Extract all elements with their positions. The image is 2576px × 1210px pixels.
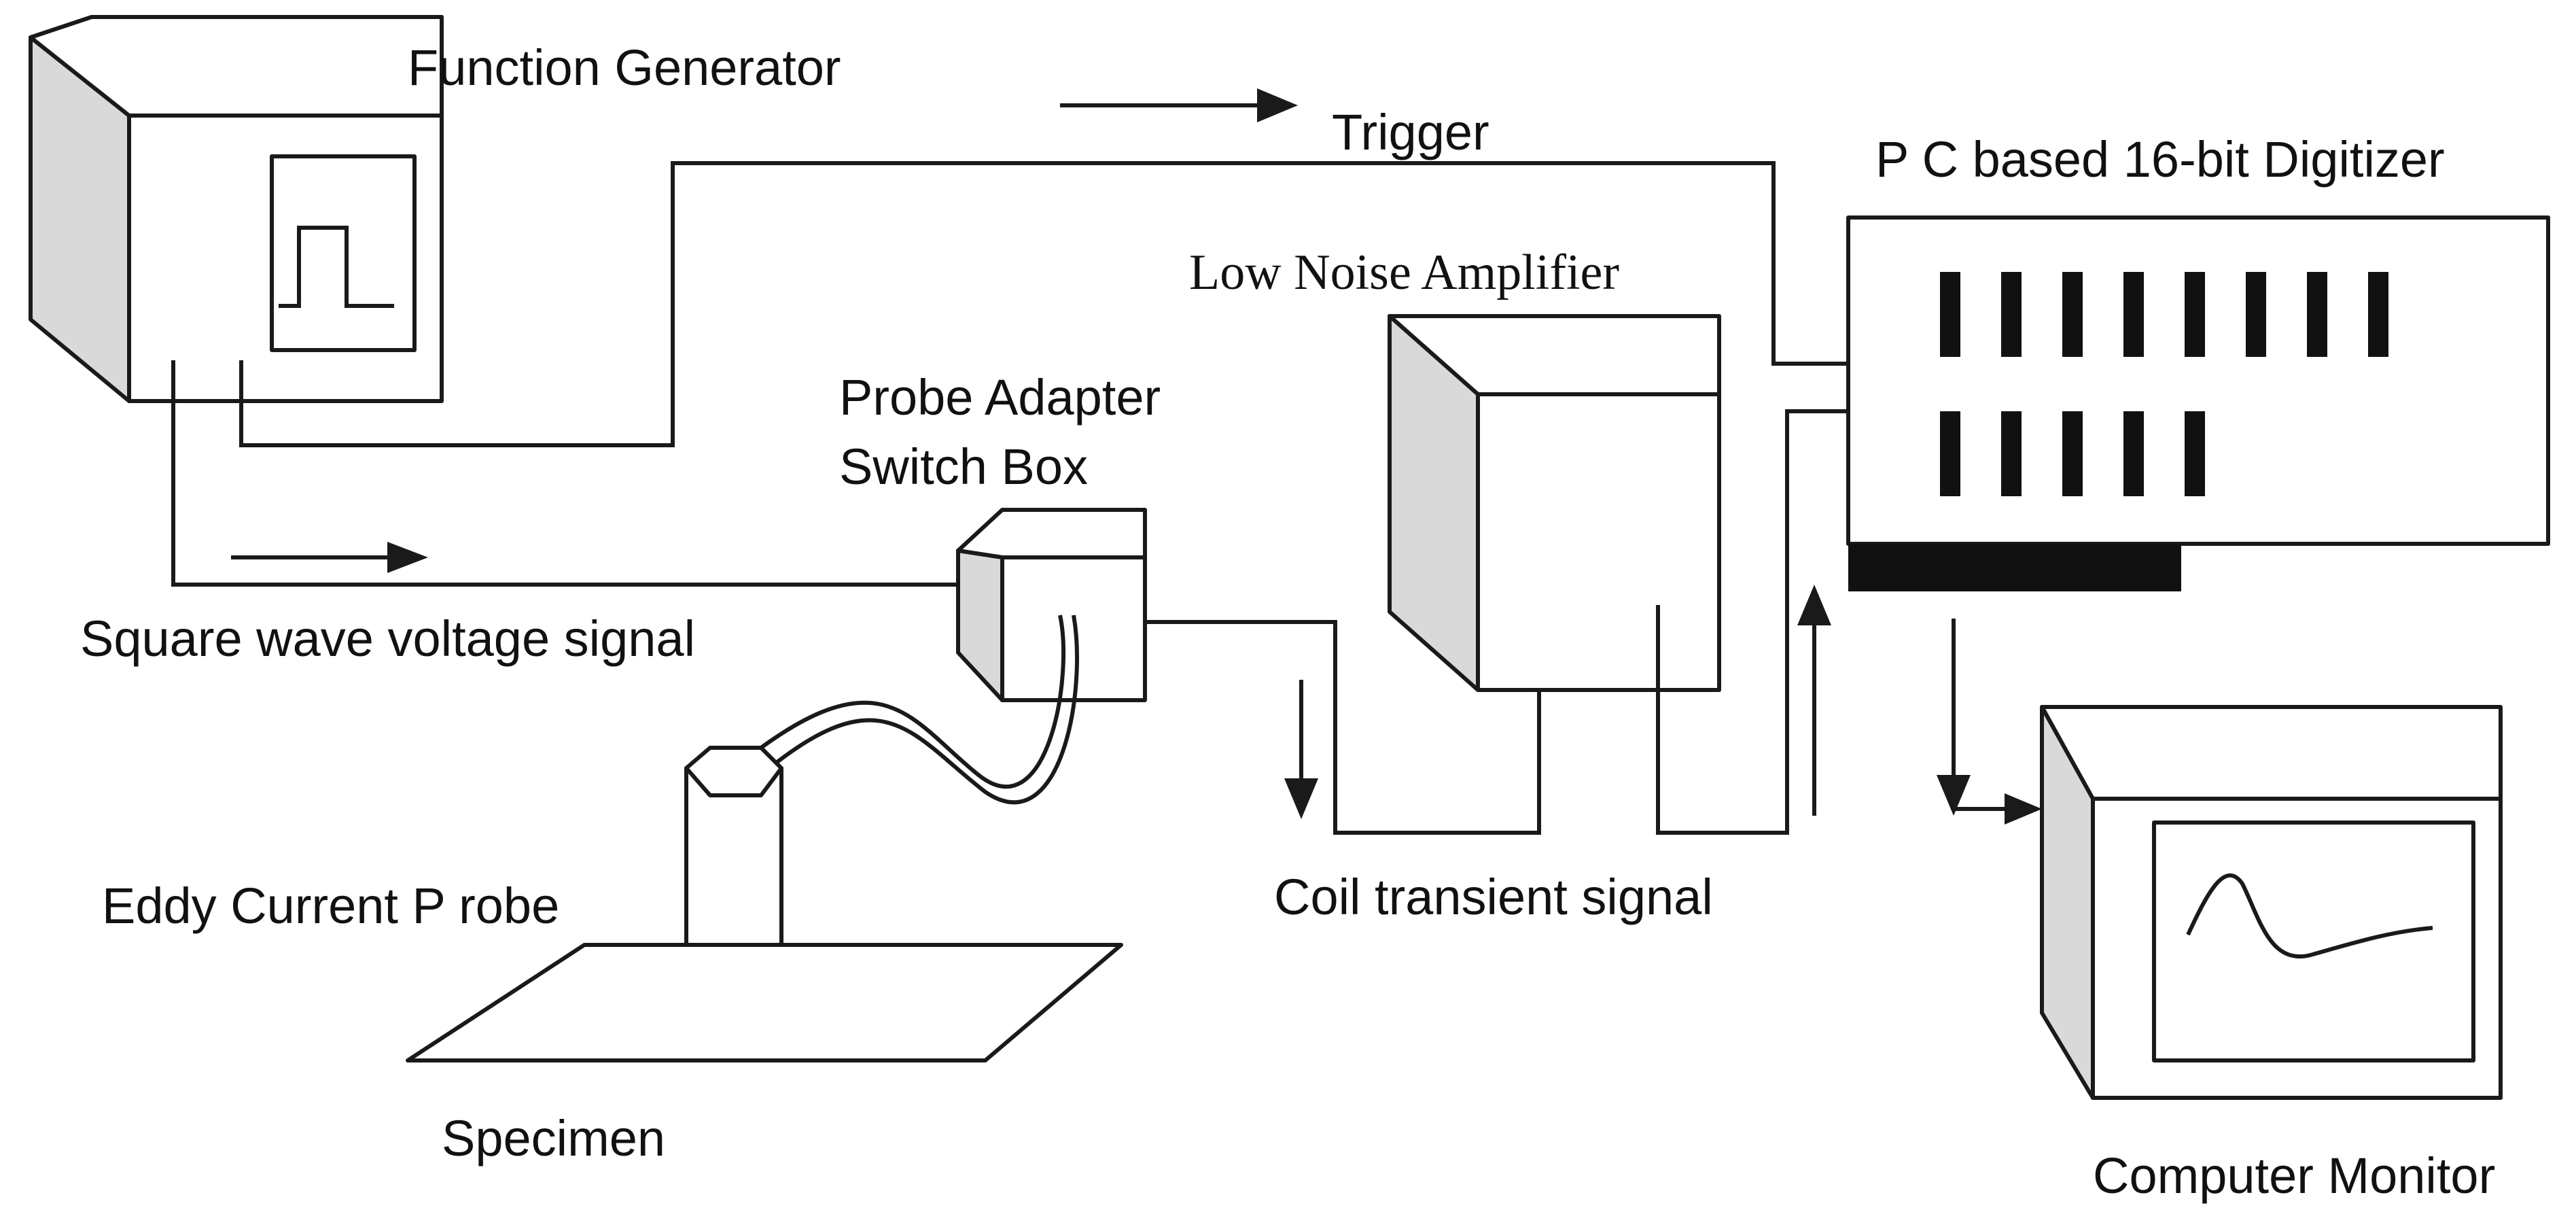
amplifier-output-wire [1656,409,1848,835]
probe-adapter-switch-box [956,508,1147,702]
coil-wire-to-amplifier [1145,605,1541,835]
digitizer-label: P C based 16-bit Digitizer [1875,131,2445,188]
square-wave-wire [171,360,958,587]
trigger-arrow [1060,88,1298,122]
generator-screen [270,154,417,352]
function-generator-box [29,15,444,403]
digitizer-bus-connector [1848,544,2181,591]
digitizer-to-monitor-arrow [1937,619,2042,825]
amplifier-label: Low Noise Amplifier [1189,245,1619,300]
coil-transient-label: Coil transient signal [1274,869,1713,925]
computer-monitor [2040,705,2503,1100]
probe-cable [746,615,1079,805]
square-pulse-icon [279,226,394,308]
probe-adapter-label-line1: Probe Adapter [839,369,1161,426]
specimen-label: Specimen [442,1110,665,1166]
amplifier-up-arrow [1797,585,1831,816]
computer-monitor-label: Computer Monitor [2093,1147,2495,1204]
eddy-current-probe [684,746,783,1001]
digitizer-card [1846,215,2550,591]
function-generator-label: Function Generator [408,39,841,96]
square-wave-label: Square wave voltage signal [80,610,695,667]
low-noise-amplifier-box [1388,314,1721,692]
square-wave-arrow [231,542,428,573]
digitizer-chip-row-bottom [1940,411,2205,496]
specimen-plate [406,943,1123,1062]
digitizer-chip-row-top [1940,272,2388,357]
coil-down-arrow [1284,680,1318,819]
waveform-icon [2186,873,2433,958]
probe-adapter-label-line2: Switch Box [839,438,1088,495]
eddy-probe-label: Eddy Current P robe [102,878,559,934]
trigger-label: Trigger [1332,104,1489,160]
trigger-wire [239,161,1848,447]
monitor-screen [2152,820,2475,1062]
